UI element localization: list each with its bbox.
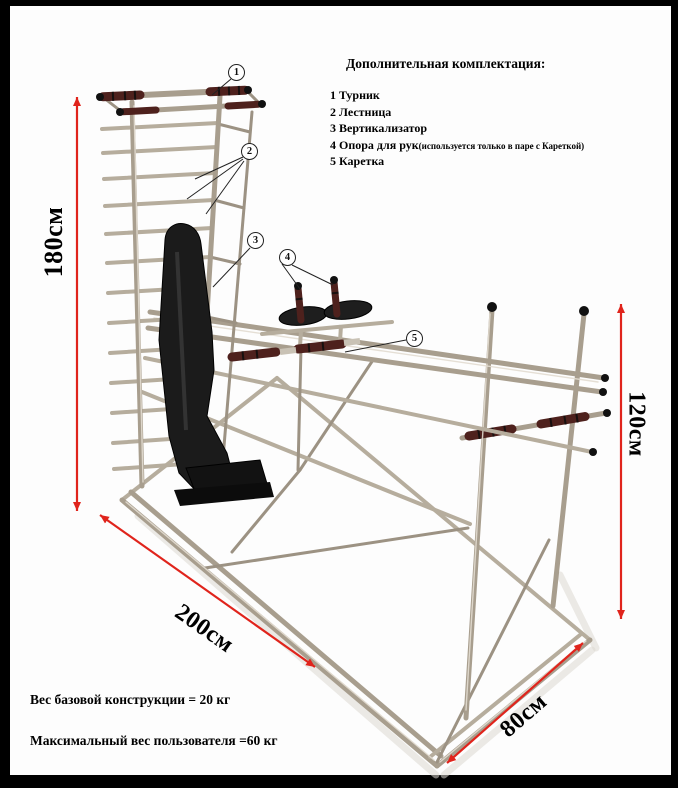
accessories-title: Дополнительная комплектация:	[346, 56, 546, 71]
callout-1: 1	[228, 64, 245, 81]
callout-3: 3	[247, 232, 264, 249]
callout-4: 4	[279, 249, 296, 266]
max-user-weight-note: Максимальный вес пользователя =60 кг	[30, 733, 278, 748]
accessory-item-4-note: (используется только в паре с Кареткой)	[418, 140, 585, 151]
arrow-width	[446, 642, 584, 764]
callout-5: 5	[406, 330, 423, 347]
verticalizer-board	[158, 223, 274, 506]
dimension-arrows	[73, 97, 625, 764]
accessory-item-1: 1 Турник	[330, 88, 662, 105]
callout-4-number: 4	[284, 252, 291, 263]
accessory-item-5: 5 Каретка	[330, 154, 662, 171]
arm-supports	[260, 276, 394, 348]
callout-2: 2	[241, 143, 258, 160]
dimension-height-left: 180см	[39, 206, 68, 278]
dimension-height-right: 120см	[623, 391, 650, 457]
accessory-item-2-text: 2 Лестница	[330, 104, 392, 119]
accessory-item-5-text: 5 Каретка	[330, 154, 385, 168]
callout-5-number: 5	[411, 333, 418, 344]
accessory-item-4-text: 4 Опора для рук	[330, 137, 419, 152]
accessories-panel: Дополнительная комплектация: 1 Турник 2 …	[330, 56, 662, 171]
accessory-item-2: 2 Лестница	[330, 105, 662, 122]
callout-leaders	[186, 78, 407, 353]
carriage	[227, 338, 361, 362]
callout-2-number: 2	[246, 146, 253, 157]
accessory-item-1-text: 1 Турник	[330, 88, 380, 102]
arrow-length	[99, 514, 316, 668]
pullup-bar	[96, 85, 266, 116]
callout-1-number: 1	[233, 67, 240, 78]
base-weight-note: Вес базовой конструкции = 20 кг	[30, 692, 231, 707]
accessory-item-3-text: 3 Вертикализатор	[330, 121, 428, 135]
ladder	[100, 93, 254, 489]
accessory-item-3: 3 Вертикализатор	[330, 121, 662, 138]
callout-3-number: 3	[252, 235, 259, 246]
accessory-item-4: 4 Опора для рук(используется только в па…	[330, 138, 662, 155]
